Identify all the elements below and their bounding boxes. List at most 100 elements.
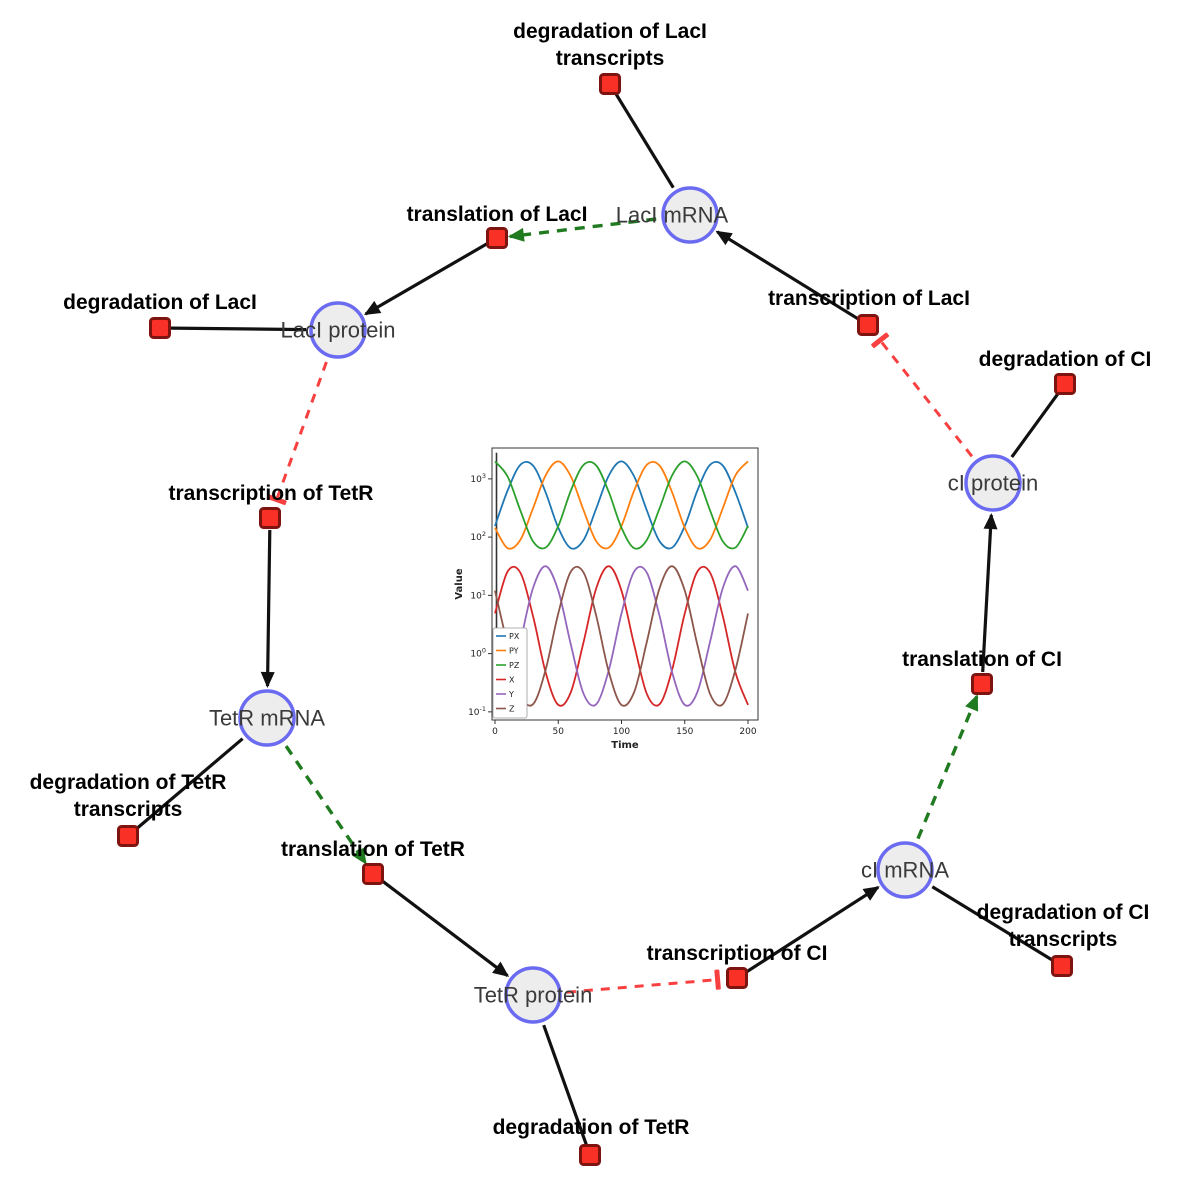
y-tick-label: 101 (470, 588, 486, 601)
y-tick-label: 100 (470, 647, 486, 660)
reaction-label: degradation of CI (977, 901, 1150, 924)
reaction-label: transcripts (1009, 928, 1118, 951)
legend-label-PZ: PZ (509, 661, 520, 670)
edge-modifier-TetR_mRNA-to-tl_TetR (284, 745, 368, 865)
reaction-square[interactable] (1054, 373, 1076, 395)
edge-reactant-TetR_mRNA-to-deg_TetR_tx (135, 737, 244, 831)
edge-reactant-LacI_protein-to-deg_LacI (170, 326, 307, 332)
series-Y (494, 565, 749, 707)
reaction-label: transcription of CI (647, 942, 828, 965)
reaction-square[interactable] (1051, 955, 1073, 977)
reaction-label: translation of TetR (281, 838, 465, 861)
y-tick-label: 10-1 (468, 705, 486, 718)
reaction-node-tx_cI[interactable]: transcription of CI (647, 942, 828, 989)
x-tick-label: 100 (613, 727, 630, 737)
edge-product-tl_cI-to-cI_protein (981, 513, 998, 673)
edge-inhibition-TetR_protein-to-tx_cI (566, 969, 721, 994)
edge-modifier-cI_mRNA-to-tl_cI (916, 694, 979, 840)
species-node-cI_mRNA[interactable]: cI mRNA (861, 841, 949, 899)
reaction-square[interactable] (486, 227, 508, 249)
edge-product-tl_LacI-to-LacI_protein (363, 242, 488, 316)
x-tick-label: 50 (553, 727, 565, 737)
edge-modifier-LacI_mRNA-to-tl_LacI (507, 217, 657, 242)
series-PZ (494, 460, 749, 550)
species-node-cI_protein[interactable]: cI protein (948, 454, 1039, 512)
species-circle[interactable] (964, 454, 1022, 512)
reaction-node-tx_TetR[interactable]: transcription of TetR (169, 482, 374, 529)
reaction-node-deg_cI[interactable]: degradation of CI (979, 348, 1152, 395)
reaction-square[interactable] (857, 314, 879, 336)
reaction-square[interactable] (149, 317, 171, 339)
reaction-node-deg_TetR[interactable]: degradation of TetR (493, 1116, 690, 1166)
edge-inhibition-LacI_protein-to-tx_TetR (266, 361, 328, 506)
reaction-label: transcripts (556, 47, 665, 70)
reaction-label: translation of CI (902, 648, 1062, 671)
reaction-square[interactable] (599, 73, 621, 95)
species-label: TetR protein (474, 983, 593, 1008)
species-node-LacI_protein[interactable]: LacI protein (281, 301, 396, 359)
species-node-TetR_protein[interactable]: TetR protein (474, 966, 593, 1024)
reaction-square[interactable] (362, 863, 384, 885)
reaction-square[interactable] (971, 673, 993, 695)
reaction-node-deg_LacI_tx[interactable]: degradation of LacI transcripts (513, 20, 707, 95)
series-Z (494, 565, 749, 707)
edge-layer (135, 92, 1060, 1146)
y-tick-label: 103 (470, 472, 486, 485)
edge-reactant-cI_protein-to-deg_cI (1010, 391, 1060, 459)
species-label: cI protein (948, 471, 1039, 496)
species-label: cI mRNA (861, 858, 949, 883)
reaction-label: degradation of LacI (63, 291, 257, 314)
species-node-TetR_mRNA[interactable]: TetR mRNA (209, 689, 325, 747)
reaction-node-deg_cI_tx[interactable]: degradation of CI transcripts (977, 901, 1150, 977)
species-circle[interactable] (876, 841, 934, 899)
species-circle[interactable] (309, 301, 367, 359)
x-tick-label: 200 (739, 727, 756, 737)
reaction-label: transcripts (74, 798, 183, 821)
reaction-square[interactable] (726, 967, 748, 989)
reaction-square[interactable] (579, 1144, 601, 1166)
legend-label-PY: PY (509, 646, 519, 655)
edge-reactant-LacI_mRNA-to-deg_LacI_tx (614, 92, 675, 189)
series-X (494, 565, 749, 707)
reaction-square[interactable] (259, 507, 281, 529)
reaction-label: degradation of CI (979, 348, 1152, 371)
x-tick-label: 0 (492, 727, 498, 737)
species-label: LacI mRNA (616, 203, 729, 228)
x-tick-label: 150 (676, 727, 693, 737)
edge-reactant-cI_mRNA-to-deg_cI_tx (931, 885, 1054, 962)
reaction-square[interactable] (117, 825, 139, 847)
y-axis-label: Value (454, 568, 465, 599)
reaction-label: translation of LacI (407, 203, 588, 226)
edge-inhibition-cI_protein-to-tx_LacI (871, 332, 974, 458)
species-circle[interactable] (238, 689, 296, 747)
x-axis-label: Time (611, 740, 639, 751)
legend-label-Y: Y (508, 690, 514, 699)
reaction-node-tl_LacI[interactable]: translation of LacI (407, 203, 588, 249)
legend-label-PX: PX (509, 632, 520, 641)
species-circle[interactable] (504, 966, 562, 1024)
reaction-label: transcription of LacI (768, 287, 970, 310)
reaction-node-tx_LacI[interactable]: transcription of LacI (768, 287, 970, 336)
edge-product-tx_cI-to-cI_mRNA (746, 885, 880, 973)
species-node-LacI_mRNA[interactable]: LacI mRNA (616, 186, 729, 244)
edge-reactant-TetR_protein-to-deg_TetR (542, 1024, 588, 1146)
reaction-label: degradation of LacI (513, 20, 707, 43)
y-tick-label: 102 (470, 530, 486, 543)
reaction-label: degradation of TetR (493, 1116, 690, 1139)
species-label: TetR mRNA (209, 706, 325, 731)
edge-product-tx_TetR-to-TetR_mRNA (260, 529, 275, 688)
reaction-node-tl_cI[interactable]: translation of CI (902, 648, 1062, 695)
reaction-label: transcription of TetR (169, 482, 374, 505)
reaction-node-tl_TetR[interactable]: translation of TetR (281, 838, 465, 885)
reaction-node-deg_LacI[interactable]: degradation of LacI (63, 291, 257, 339)
series-PX (494, 460, 749, 550)
legend-label-Z: Z (509, 704, 515, 713)
species-circle[interactable] (661, 186, 719, 244)
edge-product-tl_TetR-to-TetR_protein (381, 879, 510, 977)
plot-area (491, 447, 759, 721)
